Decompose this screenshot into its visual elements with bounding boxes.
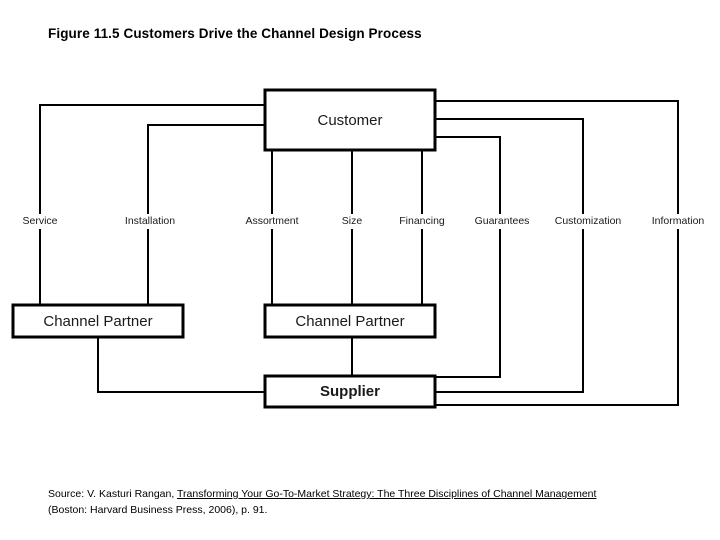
node-customer[interactable] — [263, 88, 437, 152]
flow-label-installation: Installation — [121, 214, 179, 229]
connector-channelpartner-left-supplier — [97, 336, 266, 393]
source-prefix: Source: V. Kasturi Rangan, — [48, 488, 177, 500]
flow-label-information: Information — [648, 214, 708, 229]
connector-customer-customization — [434, 118, 584, 393]
source-book-title: Transforming Your Go-To-Market Strategy:… — [177, 488, 597, 500]
connector-customer-service — [39, 104, 266, 306]
source-citation: Source: V. Kasturi Rangan, Transforming … — [48, 486, 688, 518]
source-line-2: (Boston: Harvard Business Press, 2006), … — [48, 504, 268, 516]
node-channel-partner-left[interactable] — [11, 303, 185, 339]
flow-label-customization: Customization — [551, 214, 625, 229]
node-supplier[interactable] — [263, 374, 437, 409]
node-channel-partner-mid[interactable] — [263, 303, 437, 339]
flow-label-service: Service — [19, 214, 61, 229]
diagram-nodes — [11, 88, 437, 409]
flow-label-financing: Financing — [396, 214, 448, 229]
flow-label-size: Size — [338, 214, 366, 229]
connector-customer-installation — [147, 124, 266, 306]
connector-customer-guarantees — [434, 136, 501, 378]
flow-label-assortment: Assortment — [242, 214, 302, 229]
flow-label-guarantees: Guarantees — [471, 214, 533, 229]
connector-customer-information — [434, 100, 679, 406]
source-line-1: Source: V. Kasturi Rangan, Transforming … — [48, 486, 688, 502]
page-title: Figure 11.5 Customers Drive the Channel … — [48, 26, 422, 41]
